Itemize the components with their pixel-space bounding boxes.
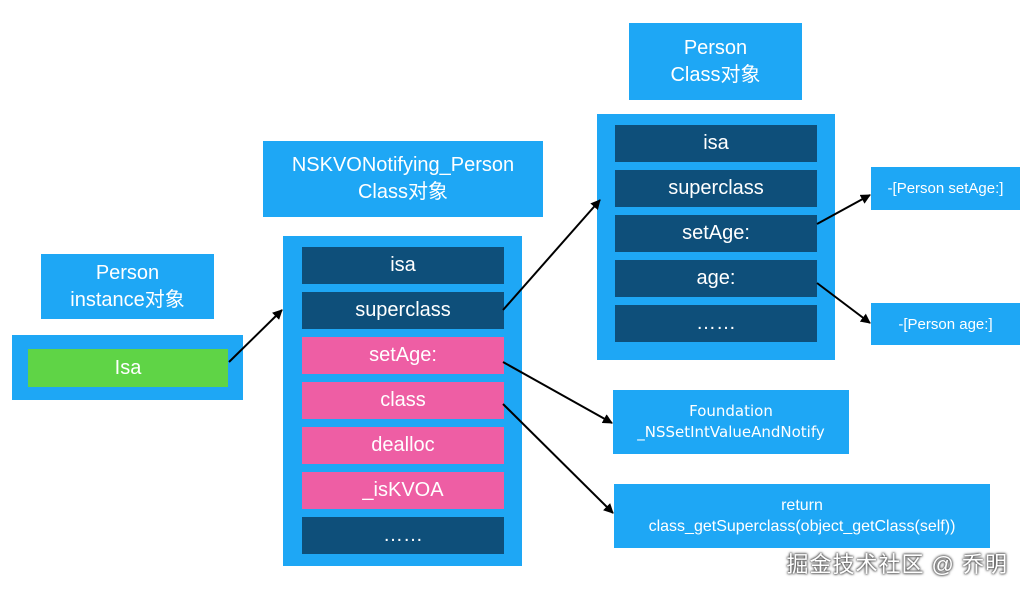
return-box: return class_getSuperclass(object_getCla…: [614, 484, 990, 548]
foundation-line1: Foundation: [689, 402, 773, 420]
kvo-class-title: NSKVONotifying_Person Class对象: [263, 141, 543, 217]
kvo-row-setage: setAge:: [302, 337, 504, 374]
kvo-class-title-line2: Class对象: [357, 181, 448, 203]
person-class-title-line1: Person: [683, 36, 748, 59]
person-row-setage: setAge:: [615, 215, 817, 252]
person-setage-method: -[Person setAge:]: [871, 167, 1020, 210]
kvo-class-object: isa superclass setAge: class dealloc _is…: [283, 236, 522, 566]
kvo-row-isa: isa: [302, 247, 504, 284]
instance-isa-cell: Isa: [28, 349, 228, 387]
kvo-row-dealloc: dealloc: [302, 427, 504, 464]
kvo-row-ellipsis: ……: [302, 517, 504, 554]
return-line1: return: [781, 497, 823, 514]
person-row-superclass: superclass: [615, 170, 817, 207]
return-line2: class_getSuperclass(object_getClass(self…: [648, 518, 956, 535]
person-setage-method-label: -[Person setAge:]: [887, 180, 1004, 197]
person-class-title-line2: Class对象: [670, 63, 761, 86]
person-row-isa: isa: [615, 125, 817, 162]
person-instance-title: Person instance对象: [41, 254, 214, 319]
kvo-row-superclass: superclass: [302, 292, 504, 329]
person-age-method-label: -[Person age:]: [898, 315, 993, 333]
person-class-object: isa superclass setAge: age: ……: [597, 114, 835, 360]
person-instance-title-line2: instance对象: [70, 288, 185, 311]
arrow-instance-to-kvo-class: [228, 309, 283, 363]
foundation-box: Foundation _NSSetIntValueAndNotify: [613, 390, 849, 454]
arrow-setage-to-method: [816, 194, 871, 225]
person-instance-object: Isa: [12, 335, 243, 400]
watermark: 掘金技术社区 @ 乔明: [786, 552, 1008, 577]
kvo-row-iskvoa: _isKVOA: [302, 472, 504, 509]
person-class-title: Person Class对象: [629, 23, 802, 100]
person-row-age: age:: [615, 260, 817, 297]
kvo-row-class: class: [302, 382, 504, 419]
kvo-class-title-line1: NSKVONotifying_Person: [291, 154, 515, 176]
arrow-age-to-method: [816, 282, 871, 324]
arrow-superclass-to-person-class: [502, 199, 601, 311]
person-instance-title-line1: Person: [95, 261, 160, 284]
person-row-ellipsis: ……: [615, 305, 817, 342]
foundation-line2: _NSSetIntValueAndNotify: [637, 423, 825, 441]
arrow-class-to-return: [502, 403, 614, 514]
person-age-method: -[Person age:]: [871, 303, 1020, 345]
arrow-setage-to-foundation: [502, 361, 613, 424]
